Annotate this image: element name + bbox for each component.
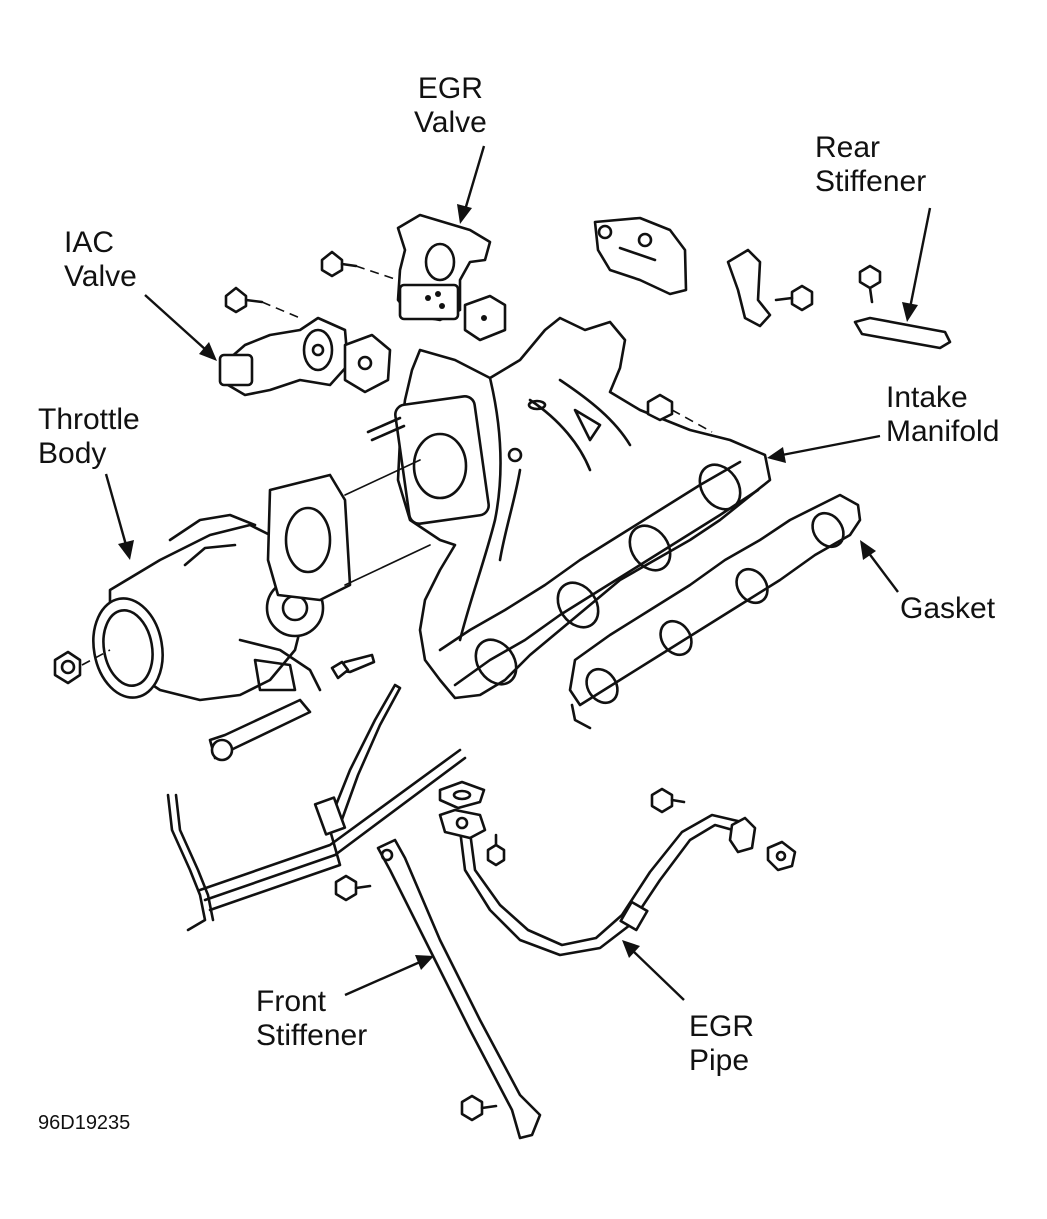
label-iac-valve: IAC Valve — [64, 226, 137, 294]
label-egr-valve-line1: EGR — [417, 72, 483, 105]
label-rear-stiffener: Rear Stiffener — [815, 131, 926, 199]
label-gasket-line1: Gasket — [900, 592, 996, 625]
hose-bracket-assembly — [166, 683, 467, 932]
leader-rear-stiffener — [902, 207, 932, 322]
figure-code: 96D19235 — [38, 1112, 131, 1134]
label-throttle-body: Throttle Body — [38, 403, 140, 471]
label-rear-stiffener-line1: Rear — [815, 131, 881, 164]
leader-egr-pipe — [622, 940, 685, 1001]
front-stiffener-bolt-bottom — [460, 1094, 498, 1122]
egr-pipe-gasket — [438, 780, 486, 810]
label-egr-pipe-line2: Pipe — [689, 1044, 750, 1077]
label-rear-stiffener-line2: Stiffener — [815, 165, 927, 198]
front-stiffener — [376, 838, 542, 1140]
rear-stiffener-bolt — [858, 264, 882, 304]
egr-bolt — [320, 250, 358, 278]
egr-pipe-bolt — [486, 787, 686, 867]
label-gasket: Gasket — [900, 592, 995, 626]
egr-pipe-gasket-right — [766, 840, 797, 872]
throttle-nut — [53, 650, 82, 685]
egr-valve — [396, 213, 492, 322]
label-front-stiffener-line1: Front — [256, 985, 327, 1018]
rear-clip — [726, 248, 772, 328]
rear-clip-bolt — [774, 284, 814, 312]
leader-gasket — [860, 540, 899, 593]
front-stiffener-bolt-top — [334, 874, 372, 902]
label-egr-valve: EGR Valve — [414, 72, 487, 140]
label-egr-valve-line2: Valve — [414, 106, 487, 139]
manifold-stud — [366, 416, 402, 434]
rear-stiffener — [853, 316, 952, 350]
iac-valve — [218, 316, 350, 397]
egr-pipe — [438, 808, 757, 957]
label-throttle-body-line2: Body — [38, 437, 107, 470]
throttle-bolt — [330, 653, 376, 680]
intake-manifold — [394, 316, 772, 700]
label-front-stiffener-line2: Stiffener — [256, 1019, 368, 1052]
label-iac-valve-line1: IAC — [64, 226, 115, 259]
label-front-stiffener: Front Stiffener — [256, 985, 367, 1053]
manifold-bolt — [646, 393, 674, 422]
manifold-gasket — [568, 493, 862, 730]
label-intake-manifold: Intake Manifold — [886, 381, 999, 449]
label-throttle-body-line1: Throttle — [38, 403, 140, 436]
label-intake-manifold-line1: Intake — [886, 381, 968, 414]
iac-bolt — [224, 286, 264, 314]
leader-throttle-body — [104, 473, 134, 560]
label-intake-manifold-line2: Manifold — [886, 415, 1000, 448]
label-egr-pipe-line1: EGR — [689, 1010, 755, 1043]
rear-bracket — [593, 216, 688, 296]
leader-intake-manifold — [767, 434, 881, 463]
iac-gasket — [343, 333, 392, 394]
leader-egr-valve — [457, 145, 486, 224]
leader-front-stiffener — [344, 955, 434, 997]
label-iac-valve-line2: Valve — [64, 260, 137, 293]
throttle-gasket — [266, 473, 352, 602]
leader-iac-valve — [144, 294, 217, 361]
label-egr-pipe: EGR Pipe — [689, 1010, 754, 1078]
